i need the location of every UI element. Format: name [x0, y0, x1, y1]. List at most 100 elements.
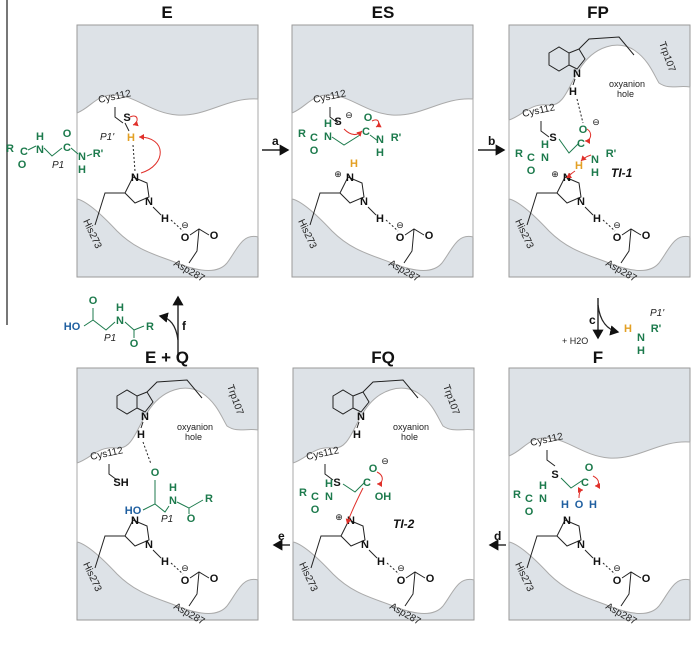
- substrate-o1: O: [18, 159, 27, 171]
- leaving-n: N: [591, 154, 599, 166]
- substrate-n2: N: [376, 134, 384, 146]
- substrate-o1: O: [525, 506, 534, 518]
- oxyanion-hole-label: hole: [401, 432, 418, 442]
- asp-side-chain: [188, 571, 210, 607]
- panel-title-f: F: [593, 348, 603, 367]
- nh-bond: [584, 206, 594, 216]
- electron-arrow: [592, 475, 601, 489]
- acid-ho: HO: [125, 505, 142, 517]
- asp-side-chain: [620, 228, 642, 264]
- oxyanion-label: oxyanion: [393, 422, 429, 432]
- step-f-label: f: [182, 319, 187, 333]
- substrate-nh-h: H: [36, 131, 44, 143]
- substrate-n1: N: [36, 144, 44, 156]
- substrate-h: H: [541, 139, 549, 151]
- substrate-h: H: [324, 118, 332, 130]
- panel-title-e: E: [161, 3, 172, 22]
- indole-ring: [548, 36, 635, 72]
- substrate-c1: C: [311, 491, 319, 503]
- cys-side-chain: [108, 464, 118, 481]
- asp-o: O: [425, 230, 434, 242]
- step-f-branch: [158, 312, 179, 341]
- water-label: + H2O: [562, 336, 588, 346]
- acid-bonds: [142, 480, 204, 514]
- oxyanion-label: oxyanion: [609, 79, 645, 89]
- substrate-r: R: [6, 143, 14, 155]
- step-b-label: b: [488, 134, 495, 148]
- product-p1: P1: [104, 333, 116, 344]
- oxyanion-hole-label: hole: [185, 432, 202, 442]
- indole-ring: [332, 379, 419, 415]
- indole-n: N: [573, 68, 581, 80]
- ti2-label: TI-2: [393, 517, 415, 531]
- cys-side-chain: [540, 121, 550, 138]
- panel-title-eq: E + Q: [145, 348, 189, 367]
- indole-nh: [356, 421, 360, 429]
- product-p1prime: P1': [650, 308, 665, 319]
- positive-charge: ⊕: [335, 512, 343, 522]
- cys-sulfur: S: [551, 469, 558, 481]
- tetrahedral-bonds: [558, 138, 580, 154]
- cys-sulfur: S: [334, 116, 341, 128]
- step-d-label: d: [494, 529, 501, 543]
- hydrogen-bond: [170, 219, 184, 232]
- imidazole-ring: [124, 176, 150, 204]
- product-o2: O: [130, 338, 139, 350]
- hydrogen-bond: [385, 219, 399, 232]
- his-side-chain: [94, 192, 125, 226]
- hydrogen-bond: [576, 98, 584, 124]
- substrate-c2: C: [63, 142, 71, 154]
- his-side-chain: [526, 192, 557, 226]
- negative-charge: ⊖: [396, 220, 404, 230]
- asp-side-chain: [620, 571, 642, 607]
- substrate-n1: N: [325, 491, 333, 503]
- substrate-r: R: [515, 148, 523, 160]
- imidazole-n3: N: [361, 539, 369, 551]
- imidazole-n1: N: [131, 515, 139, 527]
- transferred-proton: H: [350, 158, 358, 170]
- acid-nh-h: H: [169, 482, 177, 494]
- electron-arrow: [345, 487, 364, 525]
- substrate-bonds: [27, 145, 93, 157]
- substrate-h: H: [325, 478, 333, 490]
- asp-o-minus: O: [397, 575, 406, 587]
- cys-sulfur: S: [333, 477, 340, 489]
- substrate-h: H: [539, 480, 547, 492]
- substrate-o2: O: [364, 112, 373, 124]
- acid-p1: P1: [161, 514, 173, 525]
- imidazole-n3: N: [577, 196, 585, 208]
- panel-fp: Cys112His273NN⊕HO⊖OAsp287NHTrp107oxyanio…: [508, 24, 691, 285]
- asp-o: O: [642, 573, 651, 585]
- indole-n: N: [141, 411, 149, 423]
- p1prime-label: P1': [100, 132, 115, 143]
- indole-h: H: [353, 429, 361, 441]
- oxyanion-charge: ⊖: [592, 117, 600, 127]
- acyl-o: O: [585, 462, 594, 474]
- negative-charge: ⊖: [613, 563, 621, 573]
- imidazole-h: H: [161, 556, 169, 568]
- leaving-h: H: [591, 167, 599, 179]
- sh-bond: [124, 122, 130, 132]
- nh-bond: [152, 206, 162, 216]
- product-bonds: [83, 308, 145, 338]
- imidazole-h: H: [593, 213, 601, 225]
- active-site-cavity: [76, 94, 259, 271]
- imidazole-n3: N: [145, 196, 153, 208]
- negative-charge: ⊖: [181, 563, 189, 573]
- substrate-n1: N: [324, 131, 332, 143]
- oxyanion-hole-label: hole: [617, 89, 634, 99]
- acyl-c: C: [581, 477, 589, 489]
- imidazole-n1: N: [563, 515, 571, 527]
- substrate-n2: N: [78, 151, 86, 163]
- asp-o: O: [642, 230, 651, 242]
- product-rprime: R': [651, 323, 662, 335]
- substrate-c1: C: [525, 493, 533, 505]
- imidazole-n1: N: [346, 172, 354, 184]
- negative-charge: ⊖: [181, 220, 189, 230]
- indole-h: H: [569, 86, 577, 98]
- product-n: N: [637, 332, 645, 344]
